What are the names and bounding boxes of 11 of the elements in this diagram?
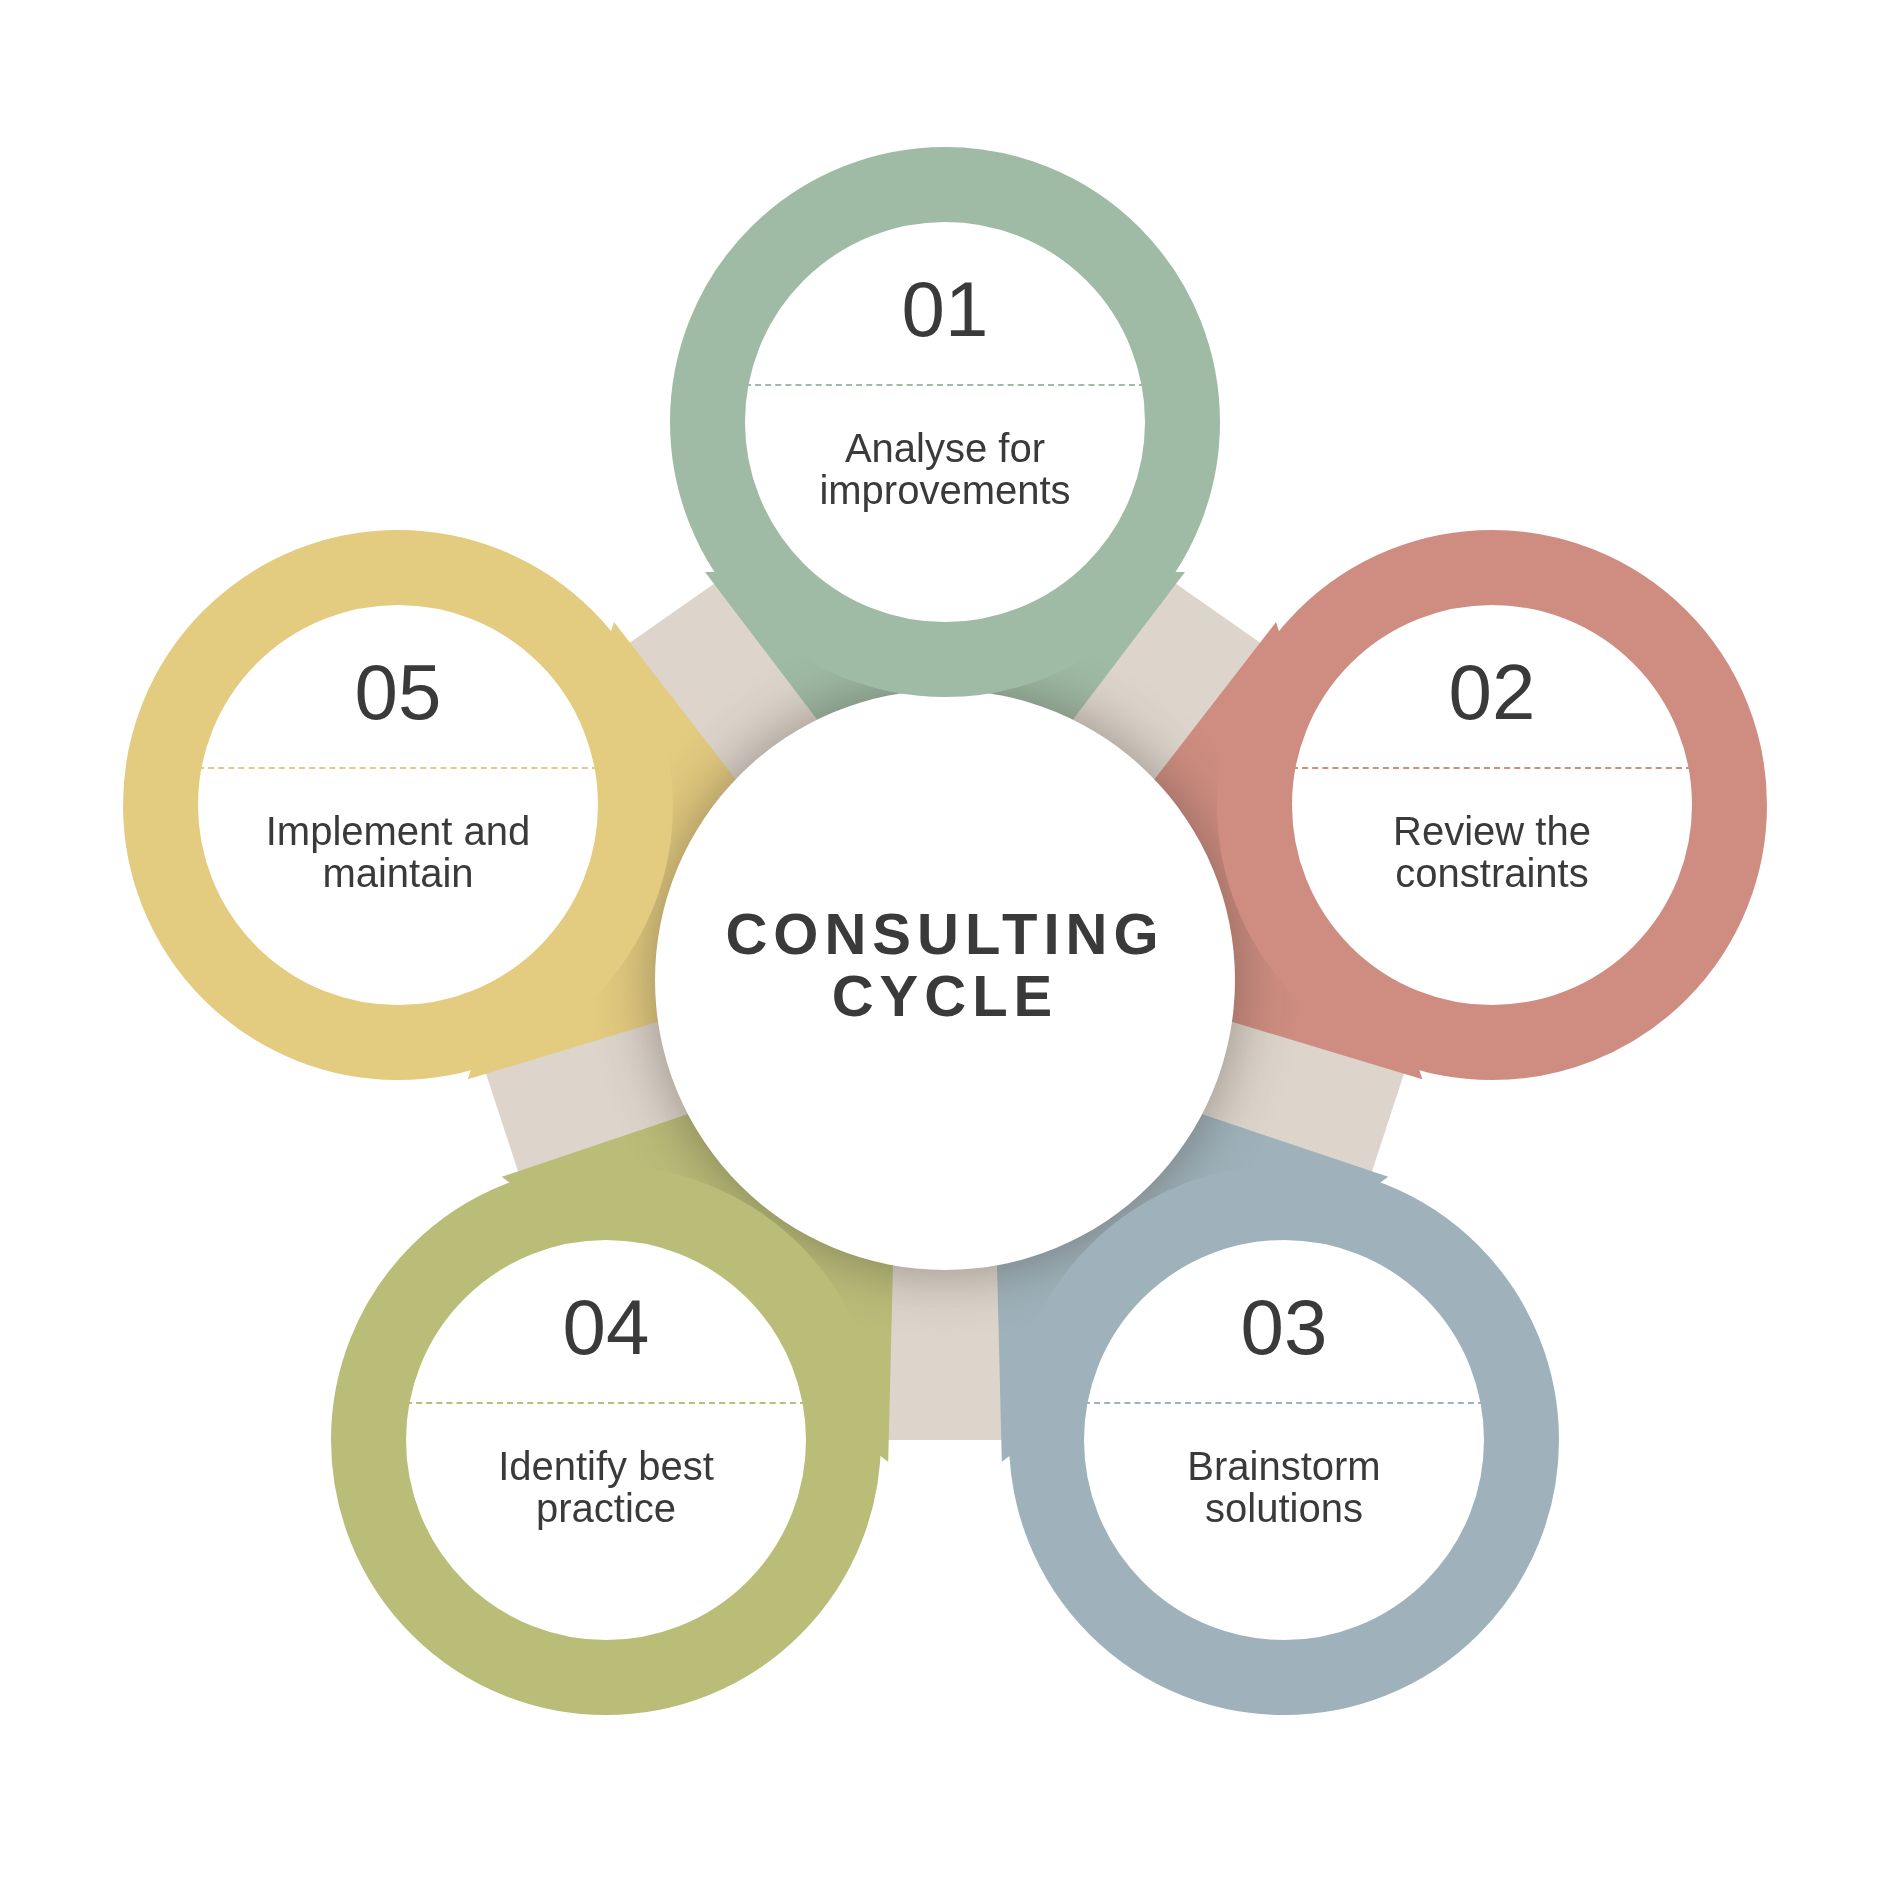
step-description: Review the constraints [1392, 810, 1592, 894]
step-description: Implement and maintain [264, 810, 532, 894]
step-description: Analyse for improvements [818, 427, 1072, 511]
step-description: Identify best practice [497, 1445, 715, 1529]
step-number: 02 [1447, 650, 1537, 734]
step-number: 04 [561, 1285, 651, 1369]
step-number: 01 [900, 267, 990, 351]
step-description: Brainstorm solutions [1186, 1445, 1382, 1529]
cycle-title: CONSULTING CYCLE [724, 903, 1166, 1027]
step-number: 03 [1239, 1285, 1329, 1369]
step-number: 05 [353, 650, 443, 734]
